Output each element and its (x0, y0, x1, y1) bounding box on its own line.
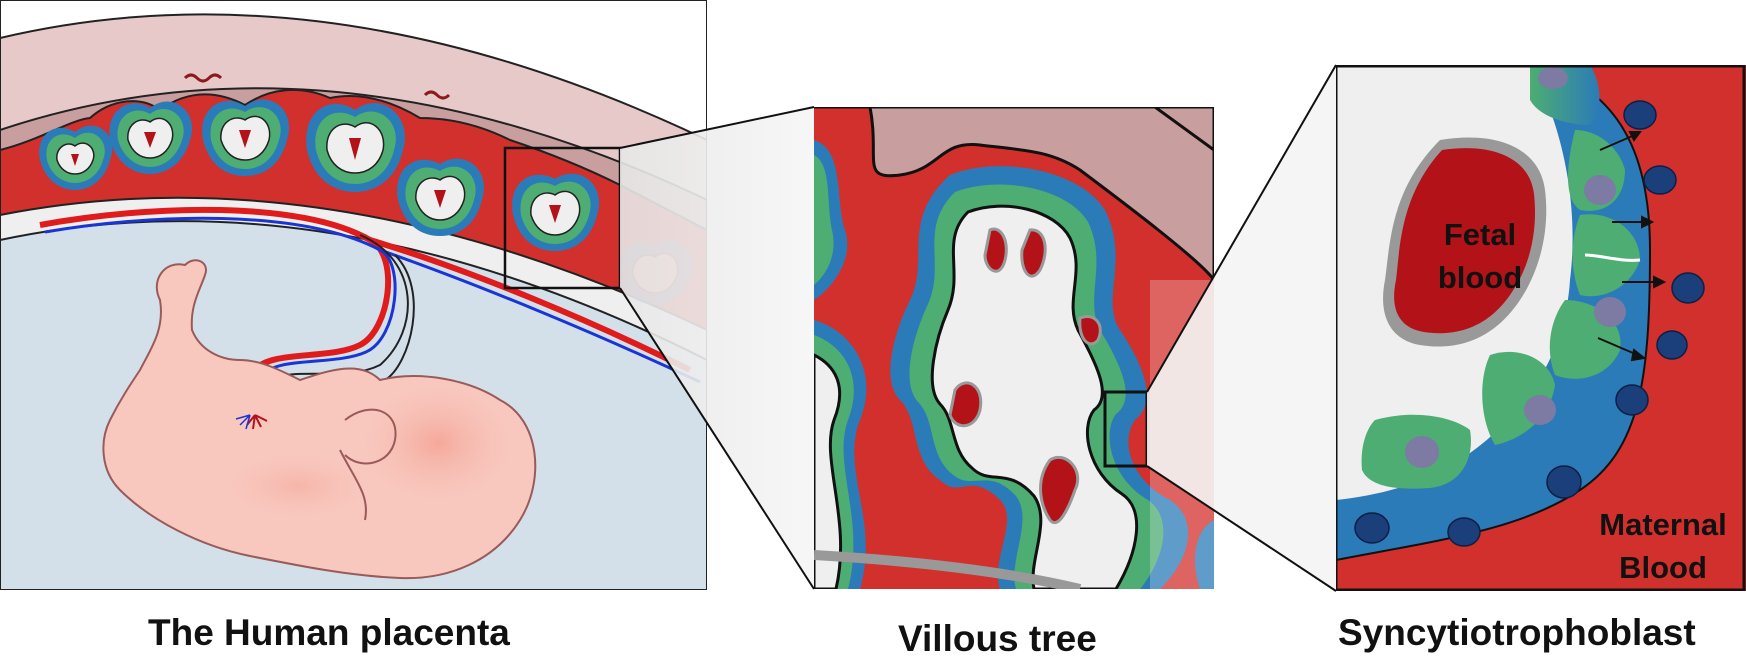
chorionic-artery (39, 206, 392, 420)
fetus (102, 259, 537, 580)
label-maternal-line1: Maternal (1599, 507, 1726, 542)
panel-border-right (1336, 65, 1746, 591)
bottom-stroma-band (814, 550, 1082, 589)
label-fetal-line1: Fetal (1444, 217, 1516, 252)
chorionic-vein (44, 216, 397, 420)
syncytiotrophoblast-panel (1336, 65, 1746, 591)
cytotrophoblast-nuclei (1405, 67, 1626, 468)
label-fetal-line2: blood (1438, 260, 1522, 295)
caption-placenta: The Human placenta (148, 612, 510, 653)
projection-line-1a (619, 106, 815, 149)
villous-uterine-line (1154, 107, 1214, 152)
zoom-projection-2 (1147, 65, 1336, 591)
chorionic-vein-right (379, 248, 701, 384)
spiral-artery-1 (183, 73, 223, 83)
caption-villous-tree: Villous tree (898, 618, 1097, 659)
chorionic-artery-right (369, 237, 692, 373)
fetal-blood (1394, 148, 1536, 334)
villous-tree-panel (814, 107, 1214, 589)
villus-main (890, 166, 1188, 589)
villous-decidua (814, 107, 1214, 283)
syncytiotrophoblast-nuclei (1354, 100, 1705, 547)
villous-trees (39, 99, 693, 305)
caption-syncytiotrophoblast: Syncytiotrophoblast (1338, 612, 1696, 653)
projection-line-2b (1146, 465, 1337, 592)
zoom-projection-1 (620, 107, 814, 589)
projection-line-1b (619, 287, 815, 590)
placenta-panel (0, 0, 707, 590)
label-maternal-line2: Blood (1619, 550, 1707, 585)
projection-line-2a (1146, 64, 1337, 393)
fusion-arrows (1597, 131, 1667, 362)
spiral-artery-2 (423, 90, 451, 100)
